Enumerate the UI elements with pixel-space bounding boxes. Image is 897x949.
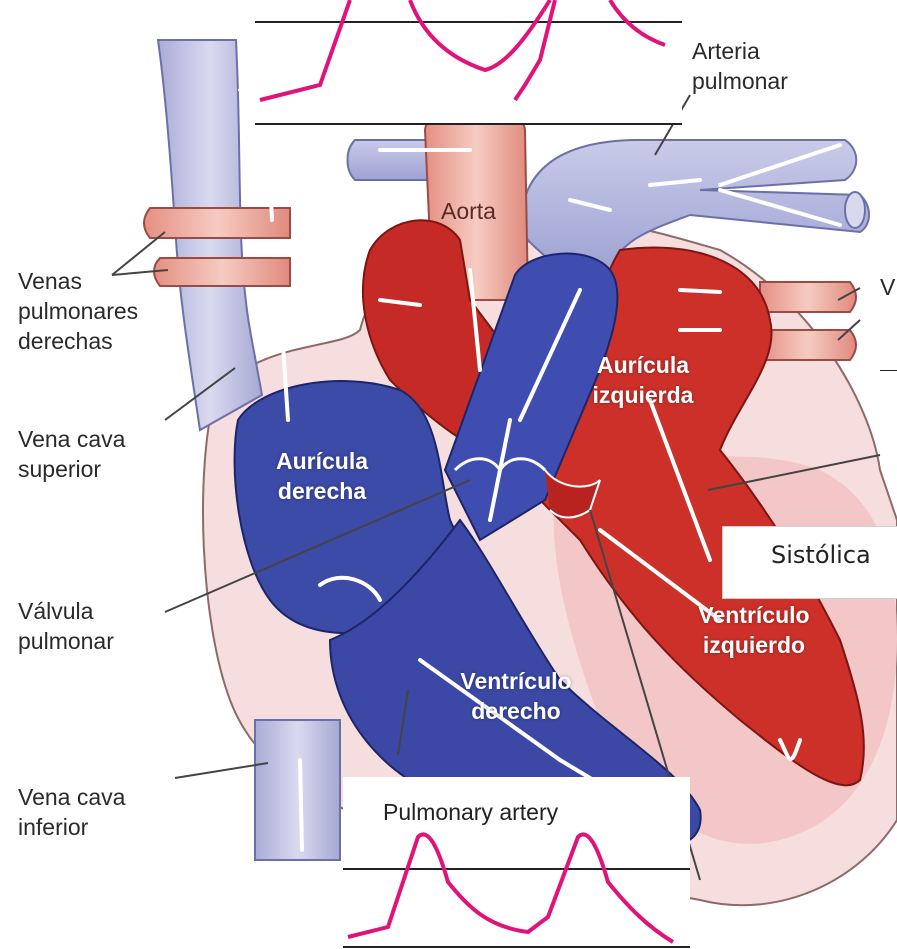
sistolica-box: Sistólica bbox=[722, 526, 897, 599]
sistolica-label: Sistólica bbox=[771, 541, 871, 569]
label-ventriculo-izquierdo: Ventrículo izquierdo bbox=[684, 600, 824, 660]
label-arteria-pulmonar: Arteria pulmonar bbox=[692, 36, 788, 96]
label-ventriculo-derecho: Ventrículo derecho bbox=[446, 666, 586, 726]
label-vena-cava-superior: Vena cava superior bbox=[18, 424, 125, 484]
label-edge-fragment: V bbox=[880, 274, 895, 301]
vena-cava-inferior bbox=[255, 720, 340, 860]
label-venas-pulmonares-derechas: Venas pulmonares derechas bbox=[18, 266, 138, 356]
label-valvula-pulmonar: Válvula pulmonar bbox=[18, 596, 114, 656]
label-vena-cava-inferior: Vena cava inferior bbox=[18, 782, 125, 842]
edge-panel-fragment bbox=[880, 370, 897, 441]
label-aorta: Aorta bbox=[441, 196, 496, 226]
label-auricula-izquierda: Aurícula izquierda bbox=[578, 350, 708, 410]
label-auricula-derecha: Aurícula derecha bbox=[262, 446, 382, 506]
pressure-trace-panel-bottom: Pulmonary artery bbox=[343, 777, 690, 949]
pulmonary-artery-right-end bbox=[845, 192, 865, 228]
pressure-trace-top bbox=[255, 0, 682, 125]
pressure-trace-bottom bbox=[343, 777, 690, 949]
pressure-trace-panel-top bbox=[255, 0, 682, 125]
